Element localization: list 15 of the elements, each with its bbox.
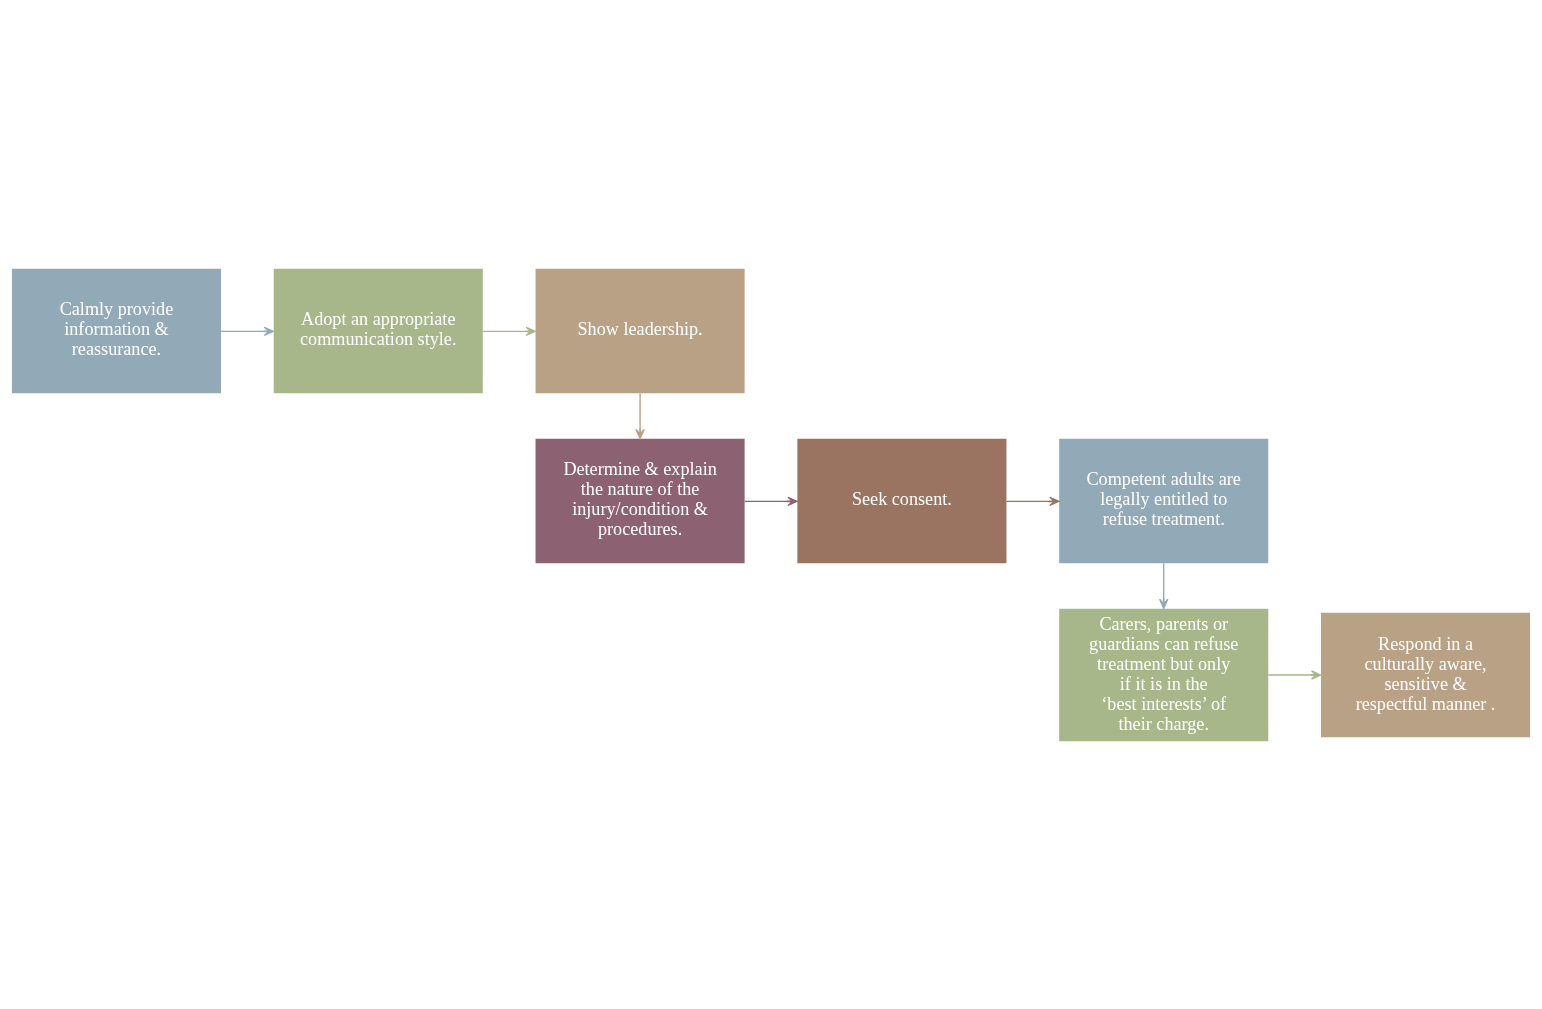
node-box: Adopt an appropriate communication style.	[273, 268, 483, 393]
node-box: Calmly provide information & reassurance.	[11, 268, 221, 393]
node-box: Seek consent.	[797, 438, 1007, 563]
arrow	[1158, 562, 1169, 609]
node-box: Determine & explain the nature of the injury/condition & procedures.	[535, 438, 745, 563]
arrow	[635, 392, 645, 439]
node-box: Carers, parents or guardians can refuse treatment but only if it is in the ‘best interests’ of their charge.	[1059, 608, 1269, 741]
node-box: Respond in a culturally aware, sensitive & respectful manner .	[1321, 612, 1531, 737]
arrow	[1005, 496, 1060, 506]
arrow	[220, 326, 275, 336]
arrow	[482, 326, 536, 336]
arrow	[744, 496, 798, 506]
arrow	[1267, 669, 1322, 680]
node-box: Competent adults are legally entitled to refuse treatment.	[1059, 438, 1269, 563]
node-box: Show leadership.	[535, 268, 745, 393]
